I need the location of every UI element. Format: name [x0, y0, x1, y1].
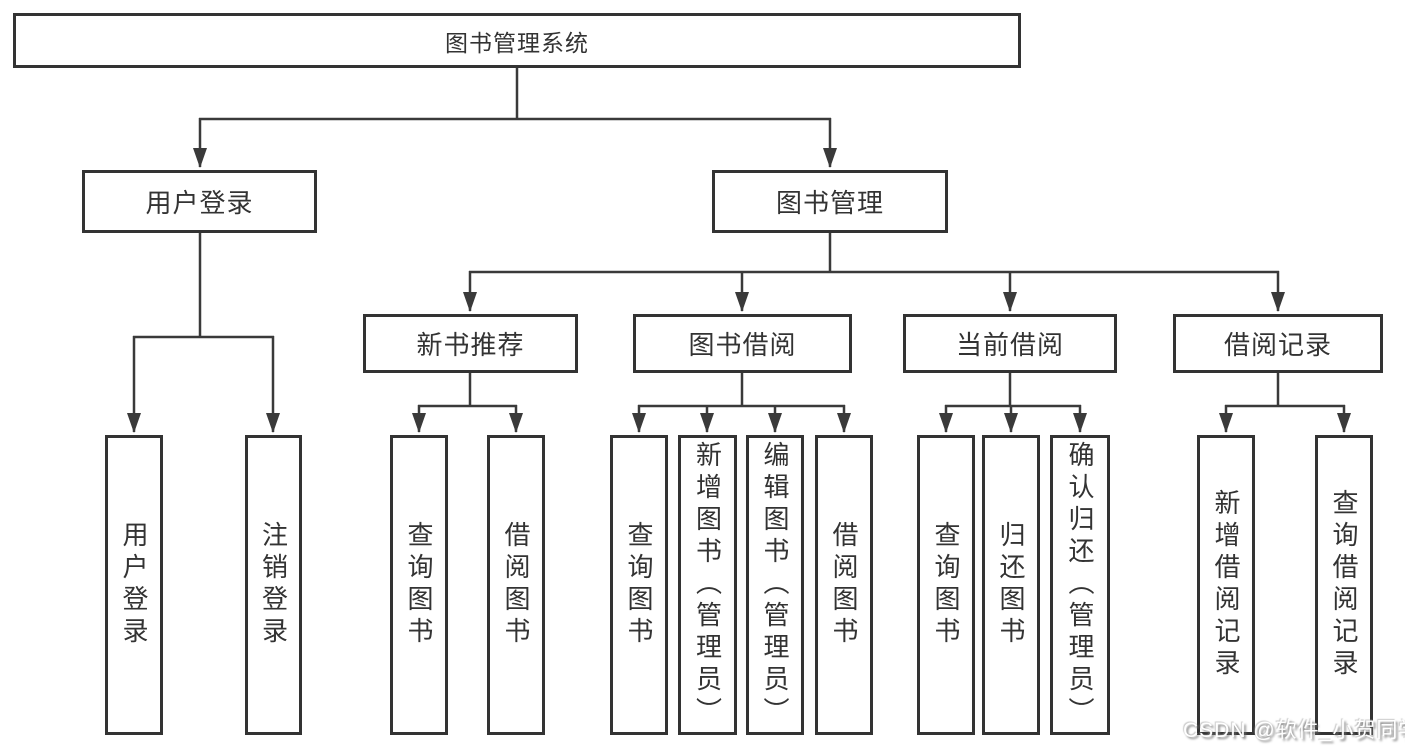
node-book-borrow: 图书借阅	[633, 314, 852, 373]
leaf-br-query-record: 查询借阅记录	[1315, 435, 1373, 735]
leaf-bb-query-books: 查询图书	[610, 435, 668, 735]
node-user-login: 用户登录	[82, 170, 317, 233]
leaf-cb-query-books: 查询图书	[917, 435, 975, 735]
leaf-bb-edit-books-admin: 编辑图书（管理员）	[746, 435, 804, 735]
node-book-management: 图书管理	[712, 170, 948, 233]
leaf-bb-add-books-admin: 新增图书（管理员）	[678, 435, 737, 735]
leaf-cb-return-books: 归还图书	[982, 435, 1040, 735]
leaf-br-add-record: 新增借阅记录	[1197, 435, 1255, 735]
node-library-management-system: 图书管理系统	[13, 13, 1021, 68]
leaf-bb-borrow-books: 借阅图书	[815, 435, 873, 735]
leaf-nbr-borrow-books: 借阅图书	[487, 435, 545, 735]
node-borrow-records: 借阅记录	[1173, 314, 1383, 373]
leaf-nbr-query-books: 查询图书	[390, 435, 448, 735]
leaf-user-login: 用户登录	[105, 435, 163, 735]
leaf-logout: 注销登录	[245, 435, 302, 735]
leaf-cb-confirm-return-admin: 确认归还（管理员）	[1050, 435, 1110, 735]
csdn-watermark: CSDN @软件_小贺同学	[1183, 719, 1405, 742]
node-current-borrow: 当前借阅	[903, 314, 1117, 373]
node-new-book-recommend: 新书推荐	[363, 314, 578, 373]
